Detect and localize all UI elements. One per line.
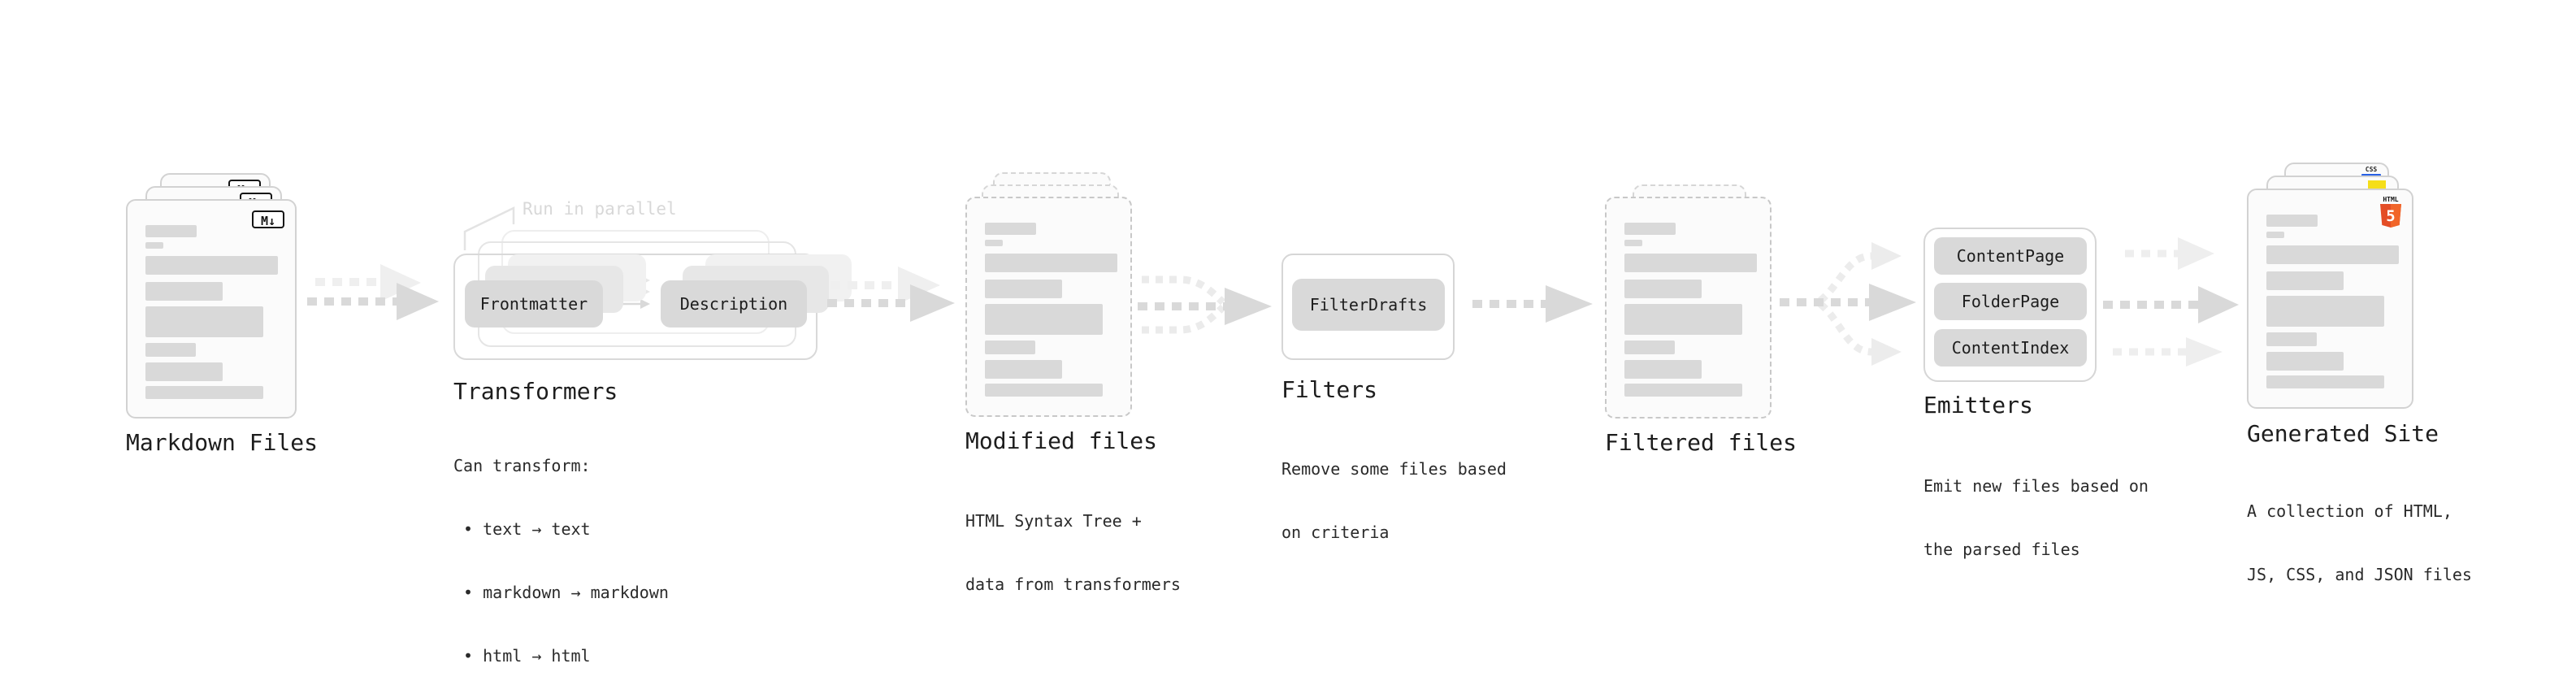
- doc-text-bar: [145, 256, 278, 275]
- document-front: HTML 5: [2247, 189, 2413, 409]
- stage-markdown-files: M↓ M↓ M↓ Markdown Files: [126, 173, 337, 498]
- doc-text-bar: [145, 343, 196, 357]
- doc-text-bar: [1624, 340, 1675, 354]
- doc-text-bar: [145, 362, 223, 381]
- desc-line: Remove some files based: [1281, 459, 1507, 479]
- doc-text-bar: [1624, 280, 1702, 298]
- plugin-description: Description: [661, 280, 807, 327]
- parallel-note-label: Run in parallel: [523, 199, 677, 219]
- html5-label: HTML: [2383, 196, 2398, 203]
- desc-line: • text → text: [453, 519, 591, 539]
- stage-title: Transformers: [453, 378, 618, 405]
- doc-text-bar: [985, 240, 1003, 246]
- doc-text-bar: [985, 340, 1035, 354]
- doc-text-bar: [1624, 384, 1742, 397]
- doc-text-bar: [985, 223, 1036, 235]
- desc-line: • html → html: [453, 646, 591, 666]
- stage-description: Emit new files based on the parsed files: [1923, 433, 2149, 602]
- filters-group: [1281, 254, 1455, 360]
- doc-text-bar: [145, 306, 263, 337]
- document-front: [965, 197, 1132, 417]
- doc-text-bar: [145, 282, 223, 301]
- stage-generated-site: CSS HTML 5 Generated Site A collection o…: [2247, 163, 2491, 584]
- stage-description: HTML Syntax Tree + data from transformer…: [965, 468, 1181, 637]
- plugin-contentindex: ContentIndex: [1934, 329, 2087, 367]
- desc-line: data from transformers: [965, 575, 1181, 594]
- arrow-filters-to-filtered: [1472, 285, 1593, 323]
- html5-number: 5: [2386, 207, 2395, 225]
- stage-description: Remove some files based on criteria: [1281, 416, 1507, 585]
- doc-text-bar: [1624, 304, 1742, 335]
- doc-text-bar: [145, 225, 197, 237]
- stage-filtered-files: Filtered files: [1605, 184, 1816, 510]
- desc-line: JS, CSS, and JSON files: [2247, 565, 2472, 584]
- stage-title: Markdown Files: [126, 429, 319, 456]
- stage-title: Modified files: [965, 427, 1158, 454]
- plugin-filterdrafts: FilterDrafts: [1292, 279, 1445, 331]
- doc-text-bar: [2266, 232, 2284, 238]
- desc-line: on criteria: [1281, 523, 1390, 542]
- desc-line: A collection of HTML,: [2247, 501, 2452, 521]
- arrow-transformers-to-modified: [827, 267, 955, 322]
- stage-title: Filtered files: [1605, 429, 1798, 456]
- doc-text-bar: [2266, 296, 2384, 327]
- document-front: M↓: [126, 199, 297, 419]
- markdown-icon: M↓: [252, 210, 284, 228]
- doc-text-bar: [145, 386, 263, 399]
- doc-text-bar: [1624, 360, 1702, 379]
- plugin-contentpage: ContentPage: [1934, 237, 2087, 275]
- doc-text-bar: [2266, 375, 2384, 388]
- stage-title: Filters: [1281, 376, 1378, 403]
- stage-transformers: Run in parallel Frontmatter Description …: [447, 199, 852, 666]
- arrow-modified-to-filters: [1138, 275, 1272, 334]
- emitters-group: [1923, 228, 2097, 382]
- doc-text-bar: [145, 242, 163, 249]
- js-icon: [2368, 180, 2386, 190]
- doc-text-bar: [985, 360, 1062, 379]
- desc-line: HTML Syntax Tree +: [965, 511, 1142, 531]
- doc-text-bar: [2266, 332, 2317, 346]
- stage-modified-files: Modified files HTML Syntax Tree + data f…: [965, 172, 1181, 594]
- stage-title: Emitters: [1923, 392, 2033, 419]
- doc-text-bar: [2266, 271, 2344, 290]
- desc-line: • markdown → markdown: [453, 583, 669, 602]
- plugin-frontmatter: Frontmatter: [465, 280, 603, 327]
- css-icon: CSS: [2361, 167, 2381, 177]
- arrow-markdown-to-transformers: [307, 264, 439, 320]
- doc-text-bar: [2266, 352, 2344, 371]
- stage-title: Generated Site: [2247, 420, 2439, 447]
- doc-text-bar: [2266, 245, 2399, 264]
- html5-icon: HTML 5: [2380, 196, 2401, 228]
- doc-text-bar: [985, 254, 1117, 272]
- arrow-emitters-to-generated: [2103, 237, 2239, 367]
- doc-text-bar: [985, 384, 1103, 397]
- desc-line: the parsed files: [1923, 540, 2080, 559]
- stage-emitters: ContentPage FolderPage ContentIndex Emit…: [1923, 228, 2167, 559]
- document-front: [1605, 197, 1772, 419]
- doc-text-bar: [985, 304, 1103, 335]
- doc-text-bar: [1624, 254, 1757, 272]
- doc-text-bar: [2266, 215, 2318, 227]
- doc-text-bar: [1624, 223, 1676, 235]
- stage-description: Can transform: • text → text • markdown …: [453, 413, 669, 681]
- doc-text-bar: [985, 280, 1062, 298]
- desc-line: Can transform:: [453, 456, 591, 475]
- stage-description: A collection of HTML, JS, CSS, and JSON …: [2247, 458, 2472, 627]
- arrow-filtered-to-emitters: [1780, 242, 1916, 366]
- plugin-folderpage: FolderPage: [1934, 283, 2087, 320]
- doc-text-bar: [1624, 240, 1642, 246]
- desc-line: Emit new files based on: [1923, 476, 2149, 496]
- stage-filters: FilterDrafts Filters Remove some files b…: [1281, 254, 1525, 542]
